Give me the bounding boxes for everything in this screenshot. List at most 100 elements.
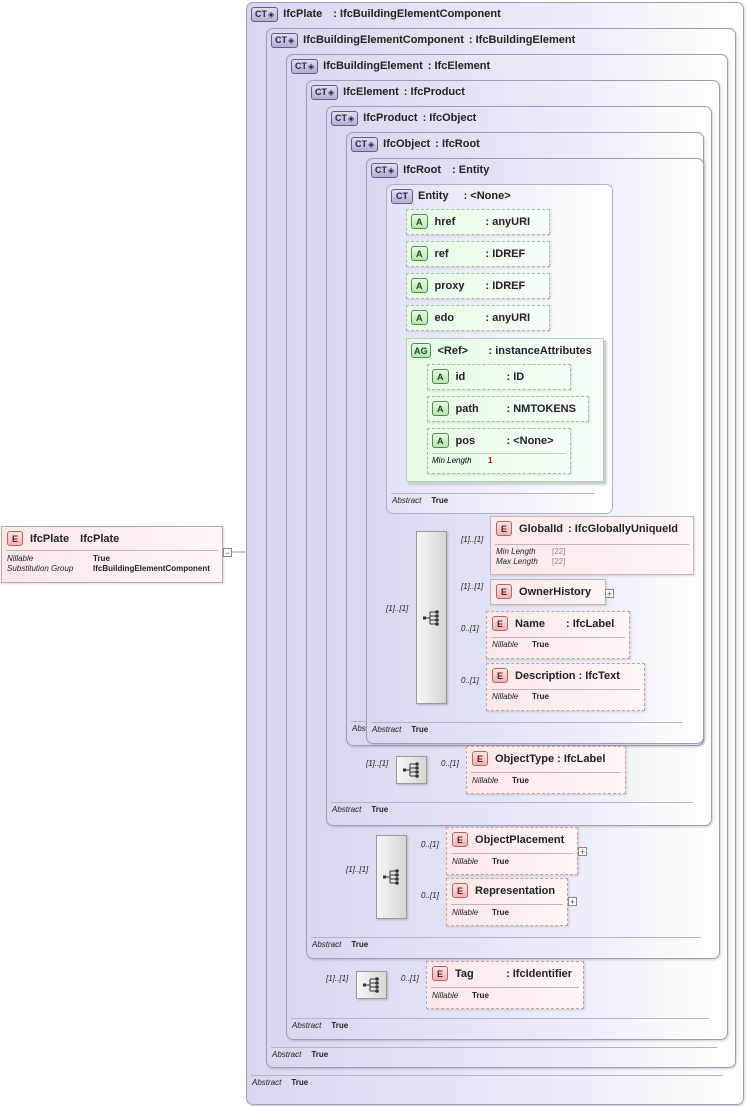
prop-value: True — [472, 991, 489, 1000]
ct-name: IfcPlate — [283, 8, 323, 20]
cardinality-label: [1]..[1] — [326, 974, 349, 983]
prop-label: Nillable — [432, 991, 459, 1000]
facet-label: Min Length — [432, 456, 472, 465]
prop-label: Nillable — [7, 554, 34, 563]
cardinality-label: 0..[1] — [401, 974, 419, 983]
sequence-icon — [362, 977, 379, 993]
element-type: : IfcText — [578, 669, 620, 682]
ct-name: IfcObject — [383, 138, 431, 150]
attribute-type: : anyURI — [485, 311, 531, 324]
sequence-compositor[interactable] — [416, 531, 447, 704]
abstract-value: True — [291, 1078, 309, 1087]
sequence-icon — [402, 762, 419, 778]
sequence-compositor[interactable] — [376, 835, 407, 919]
cardinality-label: [1]..[1] — [386, 604, 409, 613]
ct-badge: CT◈ — [331, 110, 359, 126]
element-name: OwnerHistory — [519, 585, 592, 598]
abstract-label: Abstract — [372, 725, 402, 734]
prop-value: IfcBuildingElementComponent — [93, 564, 210, 573]
prop-value: True — [492, 908, 509, 917]
ct-name: Entity — [418, 190, 449, 202]
ct-name: IfcElement — [343, 86, 399, 98]
collapse-toggle[interactable]: − — [223, 548, 232, 558]
attribute-name: href — [434, 215, 456, 228]
attribute-name: proxy — [434, 279, 465, 292]
element-type: : IfcLabel — [566, 617, 615, 630]
facet-label: Min Length — [496, 547, 536, 556]
element-badge: E — [496, 584, 513, 599]
ct-name: IfcBuildingElement — [323, 60, 423, 72]
cardinality-label: 0..[1] — [421, 891, 439, 900]
facet-value: [22] — [552, 547, 566, 556]
ct-base: : IfcElement — [427, 60, 491, 72]
attribute-badge: A — [411, 310, 428, 325]
prop-label: Nillable — [452, 857, 479, 866]
facet-label: Max Length — [496, 557, 538, 566]
expand-toggle[interactable]: + — [568, 897, 577, 907]
attribute-name: ref — [434, 247, 449, 260]
element-badge: E — [472, 751, 489, 766]
abstract-value: True — [411, 725, 429, 734]
element-name-label: Description — [515, 669, 576, 682]
abstract-label: Abstract — [312, 940, 342, 949]
element-ownerhistory[interactable]: E OwnerHistory — [490, 579, 606, 605]
prop-label: Nillable — [452, 908, 479, 917]
attribute-type: : IDREF — [485, 247, 526, 260]
abstract-label: Abstract — [252, 1078, 282, 1087]
prop-label: Nillable — [492, 640, 519, 649]
element-badge: E — [492, 616, 509, 631]
ct-base: : IfcBuildingElement — [468, 34, 576, 46]
abstract-label: Abstract — [392, 496, 422, 505]
attribute-badge: A — [432, 369, 449, 384]
element-badge: E — [492, 668, 509, 683]
root-element-type: IfcPlate — [80, 532, 120, 545]
element-badge: E — [496, 521, 513, 536]
abstract-value: True — [351, 940, 369, 949]
element-name-label: Tag — [455, 967, 474, 980]
cardinality-label: [1]..[1] — [461, 535, 484, 544]
ct-name: IfcBuildingElementComponent — [303, 34, 464, 46]
facet-value: 1 — [488, 456, 493, 465]
attribute-badge: A — [432, 401, 449, 416]
ct-badge: CT◈ — [311, 84, 339, 100]
attribute-type: : NMTOKENS — [506, 402, 576, 415]
sequence-compositor[interactable] — [396, 756, 427, 784]
abstract-value: True — [311, 1050, 329, 1059]
element-name: GlobalId — [519, 522, 564, 535]
ct-base: : Entity — [452, 164, 490, 176]
sequence-compositor[interactable] — [356, 971, 387, 999]
cardinality-label: [1]..[1] — [346, 865, 369, 874]
attribute-type: : IDREF — [485, 279, 526, 292]
expand-toggle[interactable]: + — [605, 589, 614, 599]
abstract-value: True — [331, 1021, 349, 1030]
element-badge: E — [7, 531, 24, 546]
element-type: : IfcGloballyUniqueId — [568, 522, 679, 535]
ct-base: : IfcProduct — [403, 86, 465, 98]
attribute-badge: A — [411, 278, 428, 293]
sequence-icon — [382, 869, 399, 885]
element-name-label: Name — [515, 617, 545, 630]
sequence-icon — [422, 609, 439, 626]
prop-value: True — [532, 692, 549, 701]
element-badge: E — [452, 883, 469, 898]
prop-value: True — [492, 857, 509, 866]
element-name-label: Representation — [475, 884, 556, 897]
element-representation[interactable]: E Representation Nillable True — [446, 878, 568, 926]
expand-toggle[interactable]: + — [578, 847, 587, 857]
facet-value: [22] — [552, 557, 566, 566]
element-globalid[interactable]: E GlobalId : IfcGloballyUniqueId Min Lengt… — [490, 516, 694, 575]
abstract-label: Abstract — [332, 805, 362, 814]
